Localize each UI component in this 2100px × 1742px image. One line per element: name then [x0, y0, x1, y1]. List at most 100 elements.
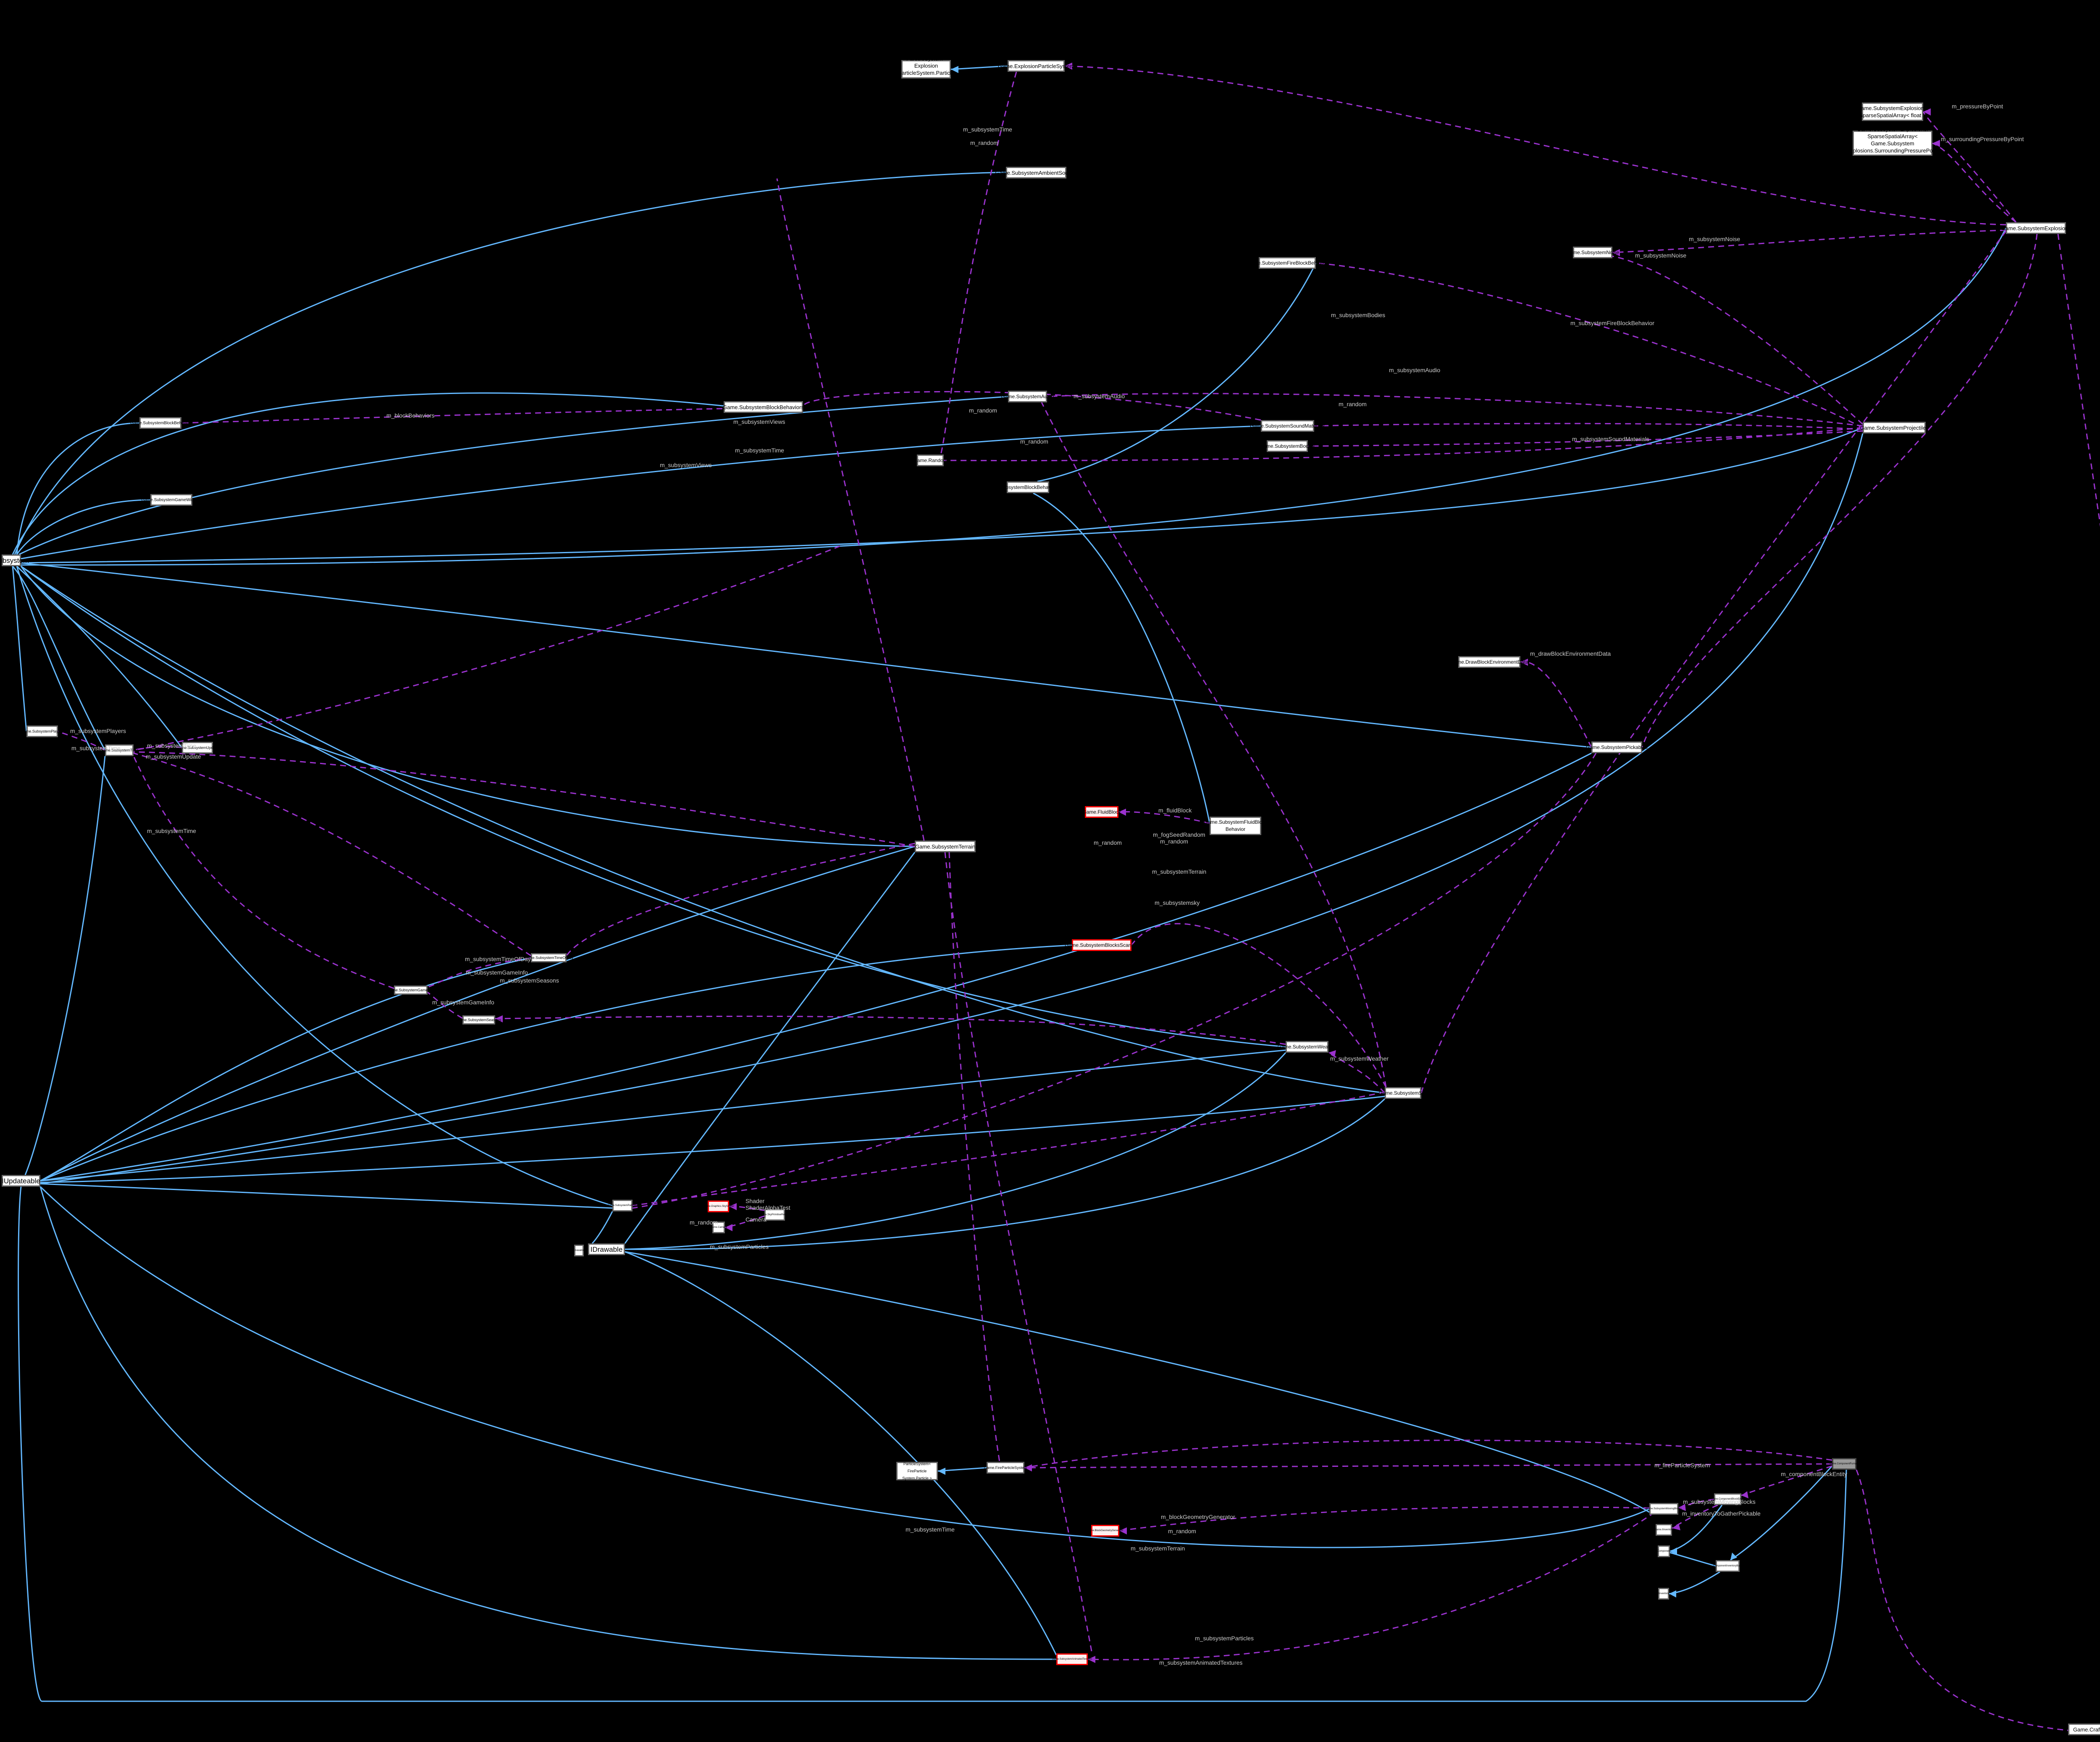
- node-subsystem-particles[interactable]: Game.SubsystemParticles: [608, 1200, 637, 1211]
- node-subsystem-terrain[interactable]: Game.SubsystemTerrain: [915, 841, 976, 852]
- edge-label: m_subsystemFireBlockBehavior: [1570, 320, 1654, 326]
- edge-label: m_subsystemAudio: [1389, 367, 1441, 373]
- edge-label: m_blockBehaviors: [386, 412, 435, 419]
- node-component-inventory-base[interactable]: ComponentInventoryBase: [1713, 1560, 1742, 1572]
- inheritance-edges: [12, 65, 2007, 1702]
- edge-label: m_random: [1160, 838, 1188, 845]
- node-subsystem-block-behavior-base[interactable]: SubsystemBlockBehavior: [999, 481, 1057, 493]
- edge-label: m_random: [1094, 839, 1122, 846]
- edge-label: m_drawBlockEnvironmentData: [1530, 650, 1611, 657]
- node-subsystem-time[interactable]: Game.SubsystemTime: [100, 744, 139, 756]
- edge-label: m_subsystemParticles: [710, 1243, 769, 1250]
- node-component-furnace[interactable]: Game.ComponentFurnace: [1829, 1458, 1859, 1470]
- edge-label: m_componentBlockEntity: [1781, 1471, 1847, 1477]
- node-subsystem[interactable]: Subsystem: [0, 554, 29, 566]
- edge-label: m_random: [690, 1219, 718, 1226]
- edge-label: Shader ShaderAlphaTest: [746, 1198, 790, 1211]
- edge-label: m_blockGeometryGenerator: [1161, 1513, 1235, 1520]
- node-subsystem-pickables[interactable]: Game.SubsystemPickables: [1586, 741, 1648, 753]
- node-sparse-spatial-array-float[interactable]: Game.SubsystemExplosions. SparseSpatialA…: [1857, 102, 1928, 121]
- edge-label: m_subsystemSeasons: [500, 977, 559, 984]
- edge-label: m_subsystemAnimatedTextures: [1159, 1659, 1243, 1666]
- edge-label: m_random: [1168, 1528, 1196, 1534]
- node-game-subsystem-block-behavior[interactable]: Game.SubsystemBlockBehavior: [130, 417, 191, 429]
- edge-label: Camera: [746, 1216, 766, 1223]
- node-subsystem-weather[interactable]: Game.SubsystemWeather: [1278, 1041, 1336, 1053]
- node-particle-system-explosion[interactable]: ParticleSystem< Explosion ParticleSystem…: [898, 55, 954, 83]
- edge-label: m_subsystemViews: [733, 418, 785, 425]
- edge-label: m_subsystemTime: [71, 745, 121, 751]
- node-draw-block-environment-data[interactable]: Game.DrawBlockEnvironmentData: [1450, 656, 1528, 668]
- edge-label: m_subsystemTerrain: [1152, 868, 1207, 875]
- arrow-heads: [495, 63, 1940, 1663]
- node-subsystem-sky[interactable]: Game.SubsystemSky: [1379, 1087, 1427, 1099]
- node-drawable[interactable]: Drawable: [574, 1245, 584, 1256]
- node-subsystem-audio[interactable]: Game.SubsystemAudio: [1001, 391, 1054, 402]
- edge-label: m_inventoryToGatherPickable: [1682, 1510, 1761, 1517]
- node-iinventory[interactable]: IInventory: [1658, 1588, 1669, 1600]
- node-component-block-entity[interactable]: Game.ComponentBlockEntity: [1711, 1493, 1744, 1505]
- usage-edges: [58, 65, 2100, 1733]
- edge-label: m_random: [1339, 401, 1367, 407]
- edge-label: m_subsystemGameInfo: [432, 999, 494, 1006]
- node-subsystem-noise[interactable]: Game.SubsystemNoise: [1566, 247, 1619, 258]
- node-subsystem-projectiles[interactable]: Game.SubsystemProjectiles: [1860, 422, 1929, 434]
- edge-label: m_subsystemTerrain: [1131, 1545, 1185, 1552]
- edge-label: m_pressureByPoint: [1952, 103, 2003, 110]
- node-sparse-spatial-array-pressure[interactable]: Game.SubsystemExplosions. SparseSpatialA…: [1846, 126, 1939, 161]
- node-subsystem-time-of-day[interactable]: Game.SubsystemTimeOfDay: [524, 953, 573, 962]
- node-game-random[interactable]: Game.Random: [913, 455, 948, 466]
- node-subsystem-bodies[interactable]: Game.SubsystemBodies: [1260, 440, 1315, 452]
- edge-label: m_subsystemMovingBlocks: [1683, 1498, 1756, 1505]
- node-subsystem-ambient-sounds[interactable]: Game.SubsystemAmbientSounds: [995, 167, 1077, 179]
- edge-label: m_subsystemSoundMaterials: [1572, 436, 1649, 442]
- node-sky-shader[interactable]: Engine.Graphics.SkyShader: [703, 1201, 734, 1212]
- edge-label: m_subsystemNoise: [1689, 236, 1740, 242]
- edge-label: m_subsystemTime: [963, 126, 1012, 133]
- node-subsystem-blocks-scanner[interactable]: Game.SubsystemBlocksScanner: [1065, 939, 1139, 951]
- node-idrawable[interactable]: IDrawable: [588, 1243, 625, 1255]
- node-subsystem-game-info[interactable]: Game.SubsystemGameInfo: [387, 985, 434, 995]
- node-subsystem-fire-block-behavior[interactable]: Game.SubsystemFireBlockBehavior: [1247, 257, 1328, 269]
- edge-label: m_random: [969, 407, 997, 414]
- node-game-camera[interactable]: Game.Camera: [710, 1222, 727, 1233]
- edge-label: m_subsystemTime: [735, 447, 784, 454]
- node-subsystem-update[interactable]: Game.SubsystemUpdate: [176, 742, 218, 754]
- edge-label: m_subsystemAudio: [1074, 393, 1125, 399]
- edge-label: m_subsystemsky: [1155, 899, 1200, 906]
- edge-label: m_random: [970, 139, 998, 146]
- edge-label: m_subsystemTime: [147, 742, 196, 749]
- edge-label: m_subsystemParticles: [1195, 1635, 1254, 1642]
- node-explosion-particle-system[interactable]: Game.ExplosionParticleSystem: [998, 60, 1074, 72]
- edge-label: m_subsystemViews: [660, 462, 712, 468]
- node-subsystem-seasons[interactable]: Game.SubsystemSeasons: [457, 1015, 501, 1025]
- node-game-iinventory[interactable]: Game.IInventory: [1654, 1524, 1673, 1536]
- edge-label: m_subsystemPlayers: [70, 728, 126, 734]
- edge-label: m_random: [1020, 438, 1048, 445]
- node-subsystem-animated-textures[interactable]: Game.SubsystemAnimatedTextures: [1052, 1653, 1092, 1665]
- edge-label: m_surroundingPressureByPoint: [1941, 136, 2024, 142]
- edge-label: m_subsystemBodies: [1331, 312, 1386, 318]
- node-subsystem-moving-blocks[interactable]: Game.SubsystemMovingBlocks: [1646, 1503, 1682, 1515]
- node-iupdateable[interactable]: IUpdateable: [2, 1175, 40, 1187]
- edge-label: m_subsystemNoise: [1635, 252, 1687, 259]
- edge-label: m_subsystemWeather: [1330, 1055, 1389, 1062]
- edge-label: m_fireParticleSystem: [1654, 1462, 1710, 1469]
- node-subsystem-sound-materials[interactable]: Game.SubsystemSoundMaterials: [1250, 420, 1325, 432]
- node-subsystem-explosions[interactable]: Game.SubsystemExplosions: [2001, 222, 2071, 234]
- edge-label: m_subsystemGameInfo: [466, 969, 528, 976]
- edge-label: m_subsystemTimeOfDay: [465, 956, 531, 962]
- node-fire-particle-system[interactable]: Game.FireParticleSystem: [984, 1462, 1027, 1474]
- node-particle-system-fire[interactable]: ParticleSystem< FireParticle System.Part…: [896, 1462, 938, 1480]
- node-sky-primitive-render[interactable]: Game.SkyPrimitiveRender: [760, 1209, 790, 1221]
- node-crafting-recipe[interactable]: Game.CraftingRecipe: [2068, 1724, 2100, 1735]
- node-fluid-block[interactable]: Game.FluidBlock: [1082, 806, 1121, 818]
- edge-label: m_subsystemTime: [147, 828, 196, 834]
- node-subsystem-fluid-block-behavior[interactable]: Game.SubsystemFluidBlock Behavior: [1204, 817, 1267, 835]
- node-subsystem-block-behaviors[interactable]: Game.SubsystemBlockBehaviors: [723, 401, 804, 413]
- node-subsystem-players[interactable]: Game.SubsystemPlayers: [21, 725, 63, 737]
- node-block-geometry-generator[interactable]: Game.BlockGeometryGenerator: [1087, 1525, 1124, 1537]
- node-component[interactable]: Component: [1657, 1545, 1670, 1557]
- node-subsystem-game-widgets[interactable]: Game.SubsystemGameWidgets: [142, 494, 201, 506]
